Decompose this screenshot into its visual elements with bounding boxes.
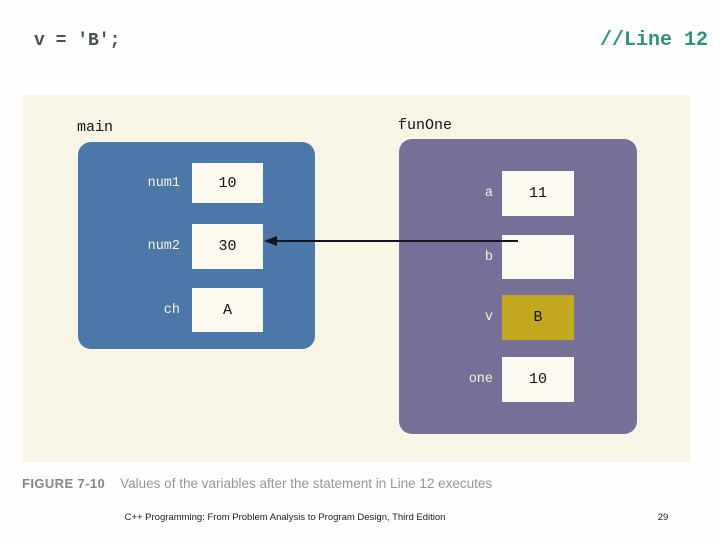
variable-row-ch: ch A (78, 288, 315, 332)
reference-arrow-line (275, 240, 518, 242)
figure-caption-text: Values of the variables after the statem… (120, 476, 493, 491)
code-comment: //Line 12 (599, 29, 708, 52)
variable-value-cell: A (192, 288, 263, 332)
variable-label: a (484, 186, 493, 201)
code-statement: v = 'B'; (34, 31, 121, 51)
variable-row-num1: num1 10 (78, 163, 315, 203)
variable-row-b: b (399, 235, 637, 279)
variable-value-cell (502, 235, 574, 279)
variable-value-cell: 11 (502, 171, 574, 216)
variable-label: b (484, 249, 493, 265)
variable-label: ch (163, 302, 180, 318)
variable-row-v: v B (399, 295, 637, 340)
variable-label: num2 (147, 239, 180, 254)
variable-value-cell: 10 (502, 357, 574, 402)
reference-arrow-head-icon (264, 236, 277, 246)
variable-value-cell: 10 (192, 163, 263, 203)
variable-label: num1 (147, 175, 180, 191)
variable-label: v (484, 310, 493, 325)
variable-value-cell-highlighted: B (502, 295, 574, 340)
funone-frame-box: a 11 b v B one 10 (399, 139, 637, 434)
variable-value-cell: 30 (192, 224, 263, 269)
main-frame-box: num1 10 num2 30 ch A (78, 142, 315, 349)
footer-book-title: C++ Programming: From Problem Analysis t… (124, 512, 446, 523)
main-frame-label: main (77, 119, 114, 136)
funone-frame-label: funOne (398, 117, 453, 134)
variable-row-a: a 11 (399, 171, 637, 216)
variable-label: one (468, 372, 493, 387)
figure-caption: FIGURE 7-10 Values of the variables afte… (22, 476, 492, 491)
figure-caption-number: FIGURE 7-10 (22, 476, 106, 491)
variable-row-num2: num2 30 (78, 224, 315, 269)
variable-row-one: one 10 (399, 357, 637, 402)
page-number: 29 (657, 512, 669, 523)
